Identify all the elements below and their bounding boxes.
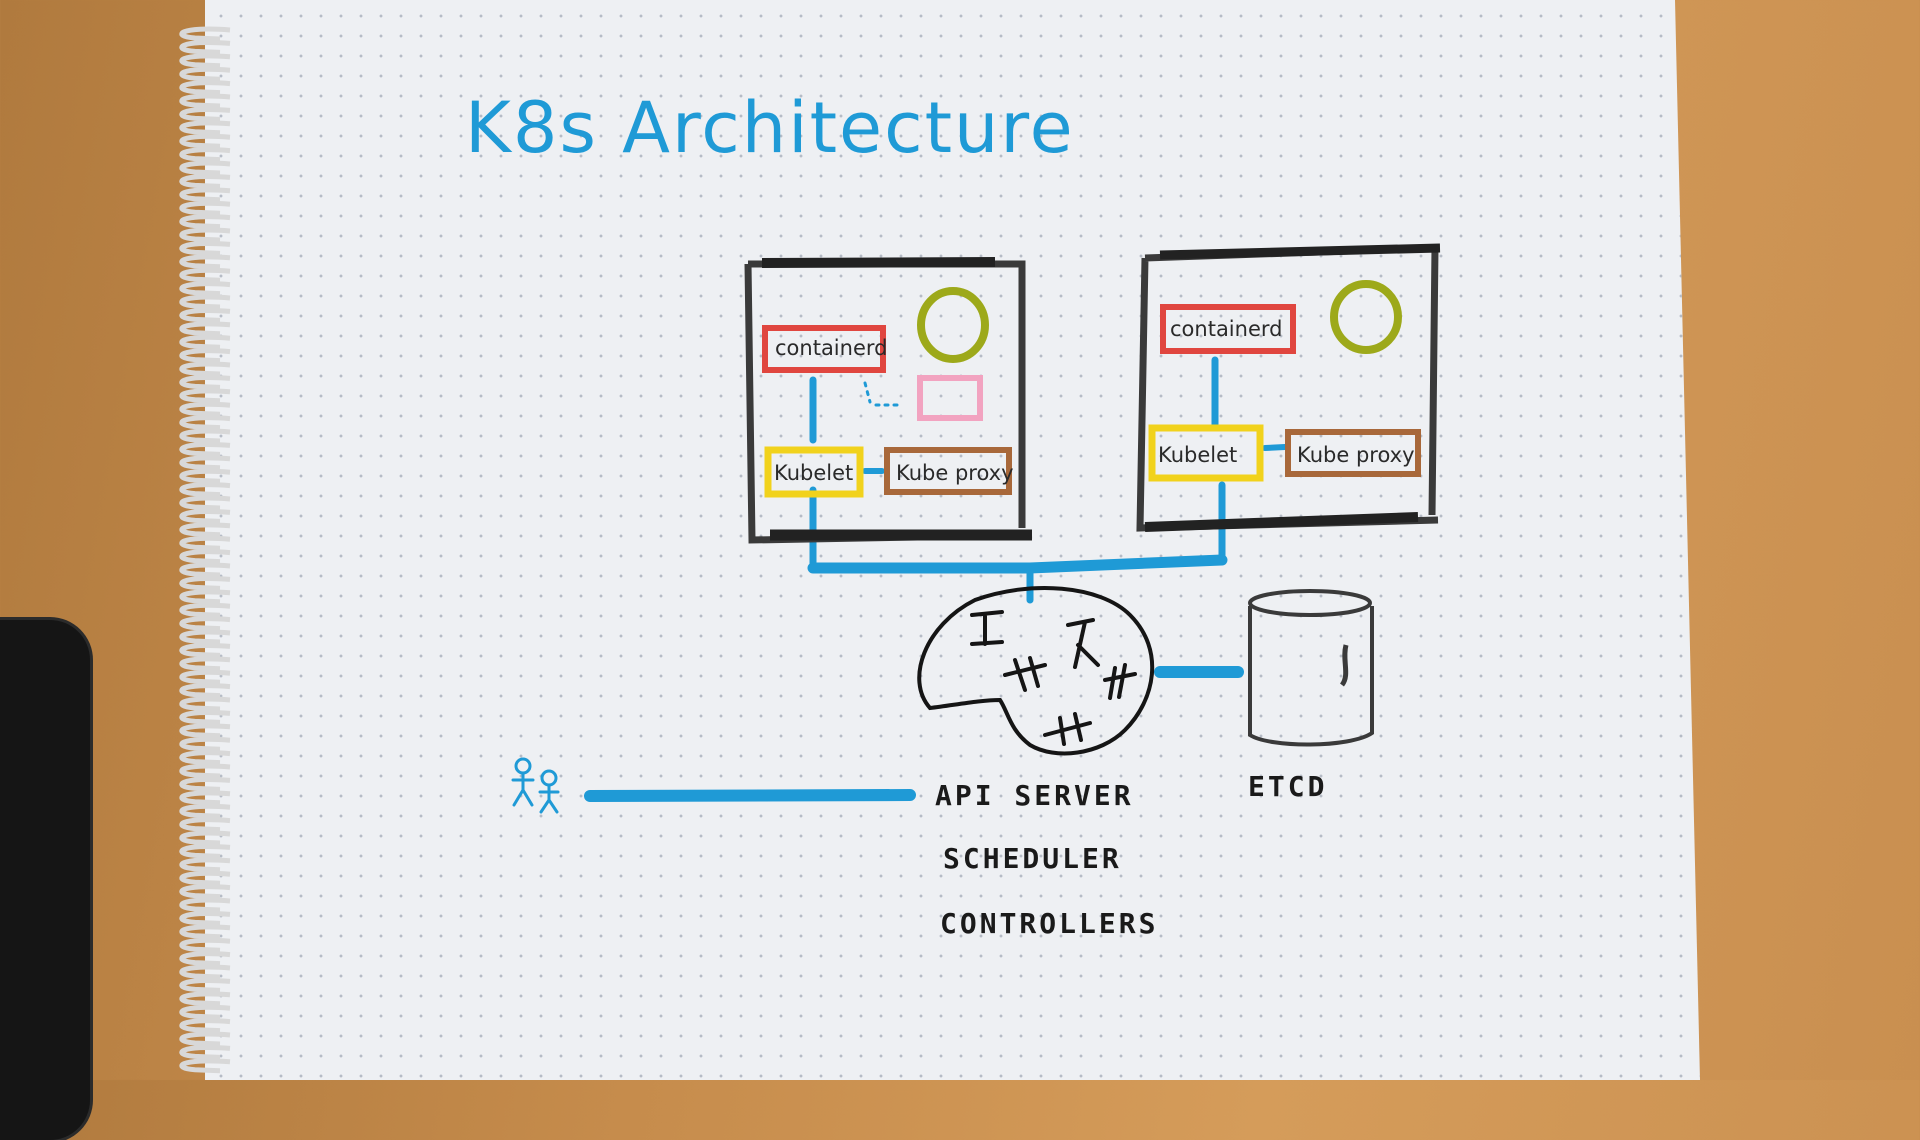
spiral-binding bbox=[179, 26, 231, 1074]
containerd-label: containerd bbox=[1170, 317, 1282, 341]
page-title: K8s Architecture bbox=[465, 87, 1075, 169]
containerd-box bbox=[1160, 304, 1296, 354]
pod-circle-icon bbox=[1330, 280, 1402, 354]
pod-circle-icon bbox=[917, 287, 989, 363]
etcd-label: ETCD bbox=[1248, 770, 1327, 803]
pod-rect-icon bbox=[917, 375, 983, 421]
controllers-label: CONTROLLERS bbox=[940, 907, 1158, 940]
worker-node-1: containerd Kubelet Kube proxy bbox=[744, 257, 1033, 544]
kube-proxy-label: Kube proxy bbox=[1297, 443, 1415, 467]
scheduler-label: SCHEDULER bbox=[943, 842, 1122, 875]
containerd-label: containerd bbox=[775, 336, 887, 360]
network-links bbox=[584, 356, 1288, 802]
kubelet-box bbox=[764, 446, 864, 498]
worker-node-2: containerd Kubelet Kube proxy bbox=[1136, 243, 1441, 532]
kubelet-label: Kubelet bbox=[1158, 443, 1237, 467]
api-server-label: API SERVER bbox=[935, 779, 1134, 812]
brain-icon bbox=[917, 586, 1155, 756]
kube-proxy-label: Kube proxy bbox=[896, 461, 1014, 485]
kubelet-box bbox=[1148, 424, 1264, 482]
kube-proxy-box bbox=[884, 447, 1012, 495]
users-icon bbox=[511, 757, 560, 814]
database-icon bbox=[1248, 589, 1374, 747]
phone-edge bbox=[0, 620, 90, 1140]
kube-proxy-box bbox=[1285, 429, 1421, 477]
containerd-box bbox=[762, 325, 886, 373]
architecture-diagram: K8s Architecture containerd Kubelet Kube… bbox=[465, 87, 1441, 940]
kubelet-label: Kubelet bbox=[774, 461, 853, 485]
